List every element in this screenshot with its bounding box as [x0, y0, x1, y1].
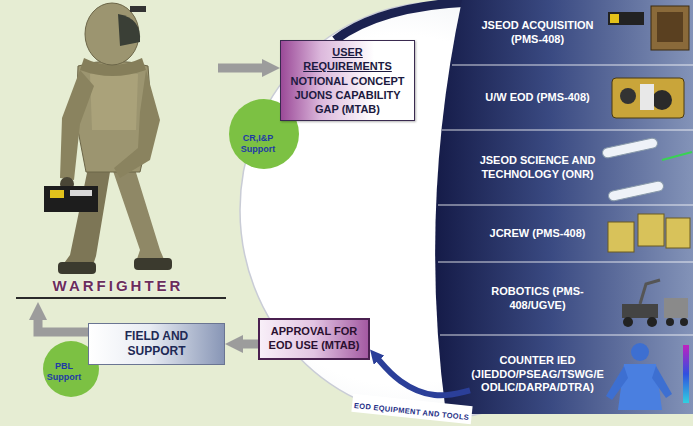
approval-box: APPROVAL FOR EOD USE (MTAB) — [258, 318, 370, 360]
requirements-box: USER REQUIREMENTSNOTIONAL CONCEPT JUONS … — [280, 40, 415, 121]
edge-label: EOD EQUIPMENT AND TOOLS — [352, 394, 473, 424]
jammer-boxes — [608, 214, 690, 252]
science-devices — [602, 137, 692, 201]
robot-wheel — [680, 318, 688, 326]
separator — [442, 129, 693, 131]
program-band: JSEOD ACQUISITION (PMS-408) — [470, 0, 605, 65]
edge-label-text: EOD EQUIPMENT AND TOOLS — [354, 401, 470, 422]
visor — [118, 14, 140, 46]
program-band: JCREW (PMS-408) — [470, 205, 605, 262]
node-text: FIELD AND SUPPORT — [95, 329, 218, 359]
program-band: JSEOD SCIENCE AND TECHNOLOGY (ONR) — [470, 130, 605, 205]
kit-part — [620, 88, 636, 104]
program-band: U/W EOD (PMS-408) — [470, 65, 605, 130]
device-panel — [610, 14, 619, 23]
separator — [438, 204, 693, 206]
separator — [452, 64, 693, 66]
ground-line — [16, 297, 226, 299]
robot-arm — [640, 280, 660, 304]
underwater-kit — [612, 78, 684, 118]
handheld-device — [44, 186, 98, 212]
node-text: JSEOD SCIENCE AND TECHNOLOGY (ONR) — [470, 154, 605, 182]
model-head — [631, 343, 649, 361]
device-panel — [70, 190, 92, 196]
warfighter-node: WARFIGHTER — [18, 0, 218, 302]
program-band: COUNTER IED (JIEDDO/PSEAG/TSWG/EODLIC/DA… — [470, 335, 605, 414]
node-text: PBL Support — [42, 361, 86, 383]
jammer — [666, 218, 690, 248]
boot — [58, 262, 96, 274]
arm — [114, 70, 160, 178]
band-separators — [438, 65, 693, 335]
robot-wheel — [666, 318, 674, 326]
kit-frame — [612, 78, 684, 118]
tube — [602, 137, 659, 158]
node-text: USER REQUIREMENTS — [287, 45, 408, 74]
node-text: APPROVAL FOR EOD USE (MTAB) — [266, 325, 362, 353]
chest-plate — [90, 71, 138, 130]
blast-model — [606, 343, 689, 410]
model-arm — [652, 366, 672, 398]
program-band: ROBOTICS (PMS-408/UGVE) — [470, 262, 605, 335]
field-support-box: FIELD AND SUPPORT — [88, 323, 225, 365]
node-text: CR,I&P Support — [234, 133, 282, 155]
node-text: ROBOTICS (PMS-408/UGVE) — [470, 285, 605, 313]
node-text: JCREW (PMS-408) — [470, 227, 605, 241]
program-panel — [435, 0, 693, 414]
node-text: COUNTER IED (JIEDDO/PSEAG/TSWG/EODLIC/DA… — [470, 354, 605, 395]
arm — [60, 70, 94, 180]
kit-part — [640, 84, 654, 110]
flow-arrow — [237, 340, 258, 349]
robot-body — [664, 298, 688, 318]
cycle-arc — [335, 2, 470, 40]
kit-part — [652, 90, 672, 110]
boot — [134, 258, 172, 270]
device — [608, 12, 644, 25]
separator — [440, 334, 693, 336]
laser-beam — [662, 152, 692, 160]
circle-fill — [229, 99, 299, 169]
flow-arrow — [38, 314, 88, 332]
device-panel — [50, 190, 64, 198]
node-text: U/W EOD (PMS-408) — [470, 91, 605, 105]
jammer — [638, 214, 664, 246]
node-body-text: NOTIONAL CONCEPT JUONS CAPABILITY GAP (M… — [287, 74, 408, 117]
case-inner — [657, 12, 683, 42]
robot-wheel — [623, 317, 633, 327]
bomb-suit-figure — [44, 3, 172, 274]
leg — [112, 166, 166, 264]
node-text: JSEOD ACQUISITION (PMS-408) — [470, 19, 605, 47]
separator — [438, 261, 693, 263]
flow-arrow — [376, 357, 470, 395]
color-bar — [683, 345, 689, 403]
acquisition-equipment — [608, 6, 689, 50]
robots — [622, 280, 688, 327]
case — [651, 6, 689, 50]
jammer — [608, 222, 634, 252]
tube — [608, 180, 665, 201]
robot-body — [622, 304, 658, 318]
model-arm — [606, 366, 628, 400]
flow-arrow — [218, 64, 268, 73]
helmet-light — [130, 6, 146, 12]
node-text: WARFIGHTER — [53, 277, 184, 294]
robot-wheel — [647, 317, 657, 327]
circle-fill — [43, 341, 99, 397]
